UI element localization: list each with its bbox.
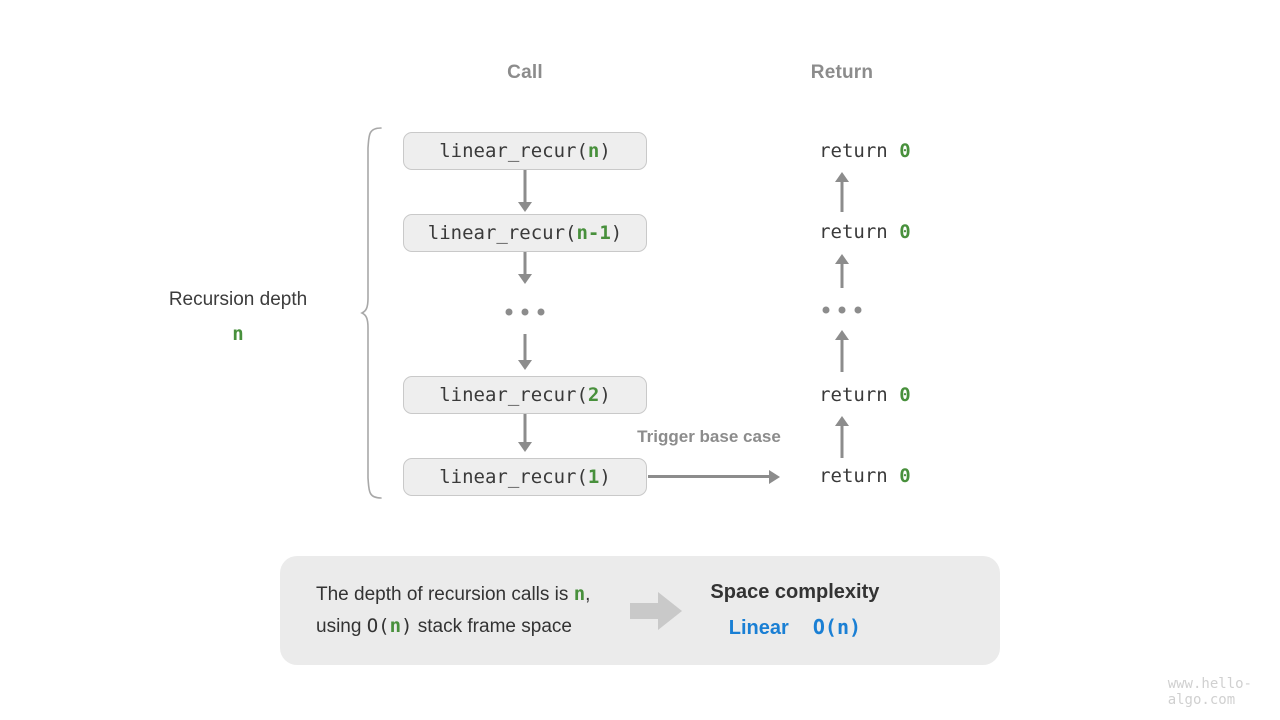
return-value-1-value: 0 <box>899 140 911 162</box>
call-frame-4[interactable]: linear_recur(1) <box>403 458 647 496</box>
call-ellipsis-dot-3 <box>537 308 545 316</box>
call-frame-4-prefix: linear_recur( <box>439 466 588 488</box>
summary-panel: The depth of recursion calls is n, using… <box>280 556 1000 665</box>
return-value-2-value: 0 <box>899 221 911 243</box>
return-value-2-keyword: return <box>819 221 900 243</box>
call-arrow-2-head <box>518 274 532 284</box>
summary-line-1-text-b: , <box>585 583 591 605</box>
return-arrow-1-shaft <box>840 180 844 212</box>
return-value-2: return 0 <box>773 199 911 265</box>
return-value-4-keyword: return <box>819 465 900 487</box>
space-complexity-title: Space complexity <box>710 581 880 603</box>
summary-line-2-text-b: stack frame space <box>412 615 572 637</box>
return-ellipsis-dot-1 <box>822 306 830 314</box>
return-value-4: return 0 <box>773 443 911 509</box>
return-arrow-2-head <box>835 254 849 264</box>
summary-line-1-text-a: The depth of recursion calls is <box>316 583 574 605</box>
return-arrow-4-head <box>835 416 849 426</box>
recursion-depth-brace <box>360 127 382 499</box>
call-ellipsis <box>505 308 545 316</box>
return-ellipsis-dot-3 <box>854 306 862 314</box>
call-ellipsis-dot-2 <box>521 308 529 316</box>
call-frame-2[interactable]: linear_recur(n-1) <box>403 214 647 252</box>
recursion-depth-label: Recursion depth n <box>128 286 348 348</box>
return-value-3: return 0 <box>773 362 911 428</box>
call-frame-3-suffix: ) <box>599 384 611 406</box>
call-arrow-1-shaft <box>523 170 527 204</box>
return-ellipsis <box>822 306 862 314</box>
space-complexity-notation-value: O(n) <box>812 615 862 639</box>
summary-line-2-close: ) <box>401 614 413 637</box>
return-value-1-keyword: return <box>819 140 900 162</box>
call-frame-3[interactable]: linear_recur(2) <box>403 376 647 414</box>
call-frame-2-suffix: ) <box>610 222 623 244</box>
implies-arrow-icon <box>630 591 683 630</box>
call-frame-1-suffix: ) <box>599 140 611 162</box>
return-arrow-3-head <box>835 330 849 340</box>
summary-line-1: The depth of recursion calls is n, <box>316 579 590 611</box>
call-frame-2-arg: n-1 <box>576 222 611 244</box>
call-frame-1-prefix: linear_recur( <box>439 140 588 162</box>
return-value-3-value: 0 <box>899 384 911 406</box>
space-complexity-notation <box>789 615 813 639</box>
summary-line-2-o: O( <box>366 614 390 637</box>
call-frame-3-prefix: linear_recur( <box>439 384 588 406</box>
return-value-1: return 0 <box>773 118 911 184</box>
summary-line-1-n: n <box>573 582 586 605</box>
call-frame-4-suffix: ) <box>599 466 611 488</box>
call-arrow-1-head <box>518 202 532 212</box>
return-value-4-value: 0 <box>899 465 911 487</box>
implies-arrow-shaft <box>630 602 661 619</box>
return-arrow-3-shaft <box>840 338 844 372</box>
trigger-base-case-caption: Trigger base case <box>637 427 781 446</box>
call-arrow-4-head <box>518 442 532 452</box>
summary-line-2: using O(n) stack frame space <box>316 611 590 643</box>
base-case-arrow-head <box>769 470 780 484</box>
call-frame-4-arg: 1 <box>587 466 600 488</box>
recursion-depth-text: Recursion depth <box>168 289 308 310</box>
call-frame-1[interactable]: linear_recur(n) <box>403 132 647 170</box>
call-ellipsis-dot-1 <box>505 308 513 316</box>
space-complexity-verdict: Linear O(n) <box>710 615 879 640</box>
return-arrow-1-head <box>835 172 849 182</box>
implies-arrow-head <box>658 591 683 630</box>
site-watermark: www.hello-algo.com <box>1167 676 1252 708</box>
call-frame-3-arg: 2 <box>587 384 600 406</box>
base-case-arrow-shaft <box>648 475 770 478</box>
call-frame-2-prefix: linear_recur( <box>427 222 577 244</box>
recursion-depth-value: n <box>232 322 244 345</box>
return-ellipsis-dot-2 <box>838 306 846 314</box>
return-value-3-keyword: return <box>819 384 900 406</box>
call-arrow-3-shaft <box>523 334 527 362</box>
summary-description: The depth of recursion calls is n, using… <box>280 579 590 643</box>
call-arrow-3-head <box>518 360 532 370</box>
return-column-header: Return <box>810 62 874 83</box>
space-complexity-result: Space complexity Linear O(n) <box>710 581 879 640</box>
return-arrow-2-shaft <box>840 262 844 288</box>
return-arrow-4-shaft <box>840 424 844 458</box>
call-column-header: Call <box>507 62 543 83</box>
space-complexity-word: Linear <box>728 617 789 639</box>
call-arrow-4-shaft <box>523 414 527 444</box>
summary-line-2-text-a: using <box>316 615 367 637</box>
summary-line-2-n: n <box>389 614 402 637</box>
call-frame-1-arg: n <box>587 140 600 162</box>
call-arrow-2-shaft <box>523 252 527 276</box>
